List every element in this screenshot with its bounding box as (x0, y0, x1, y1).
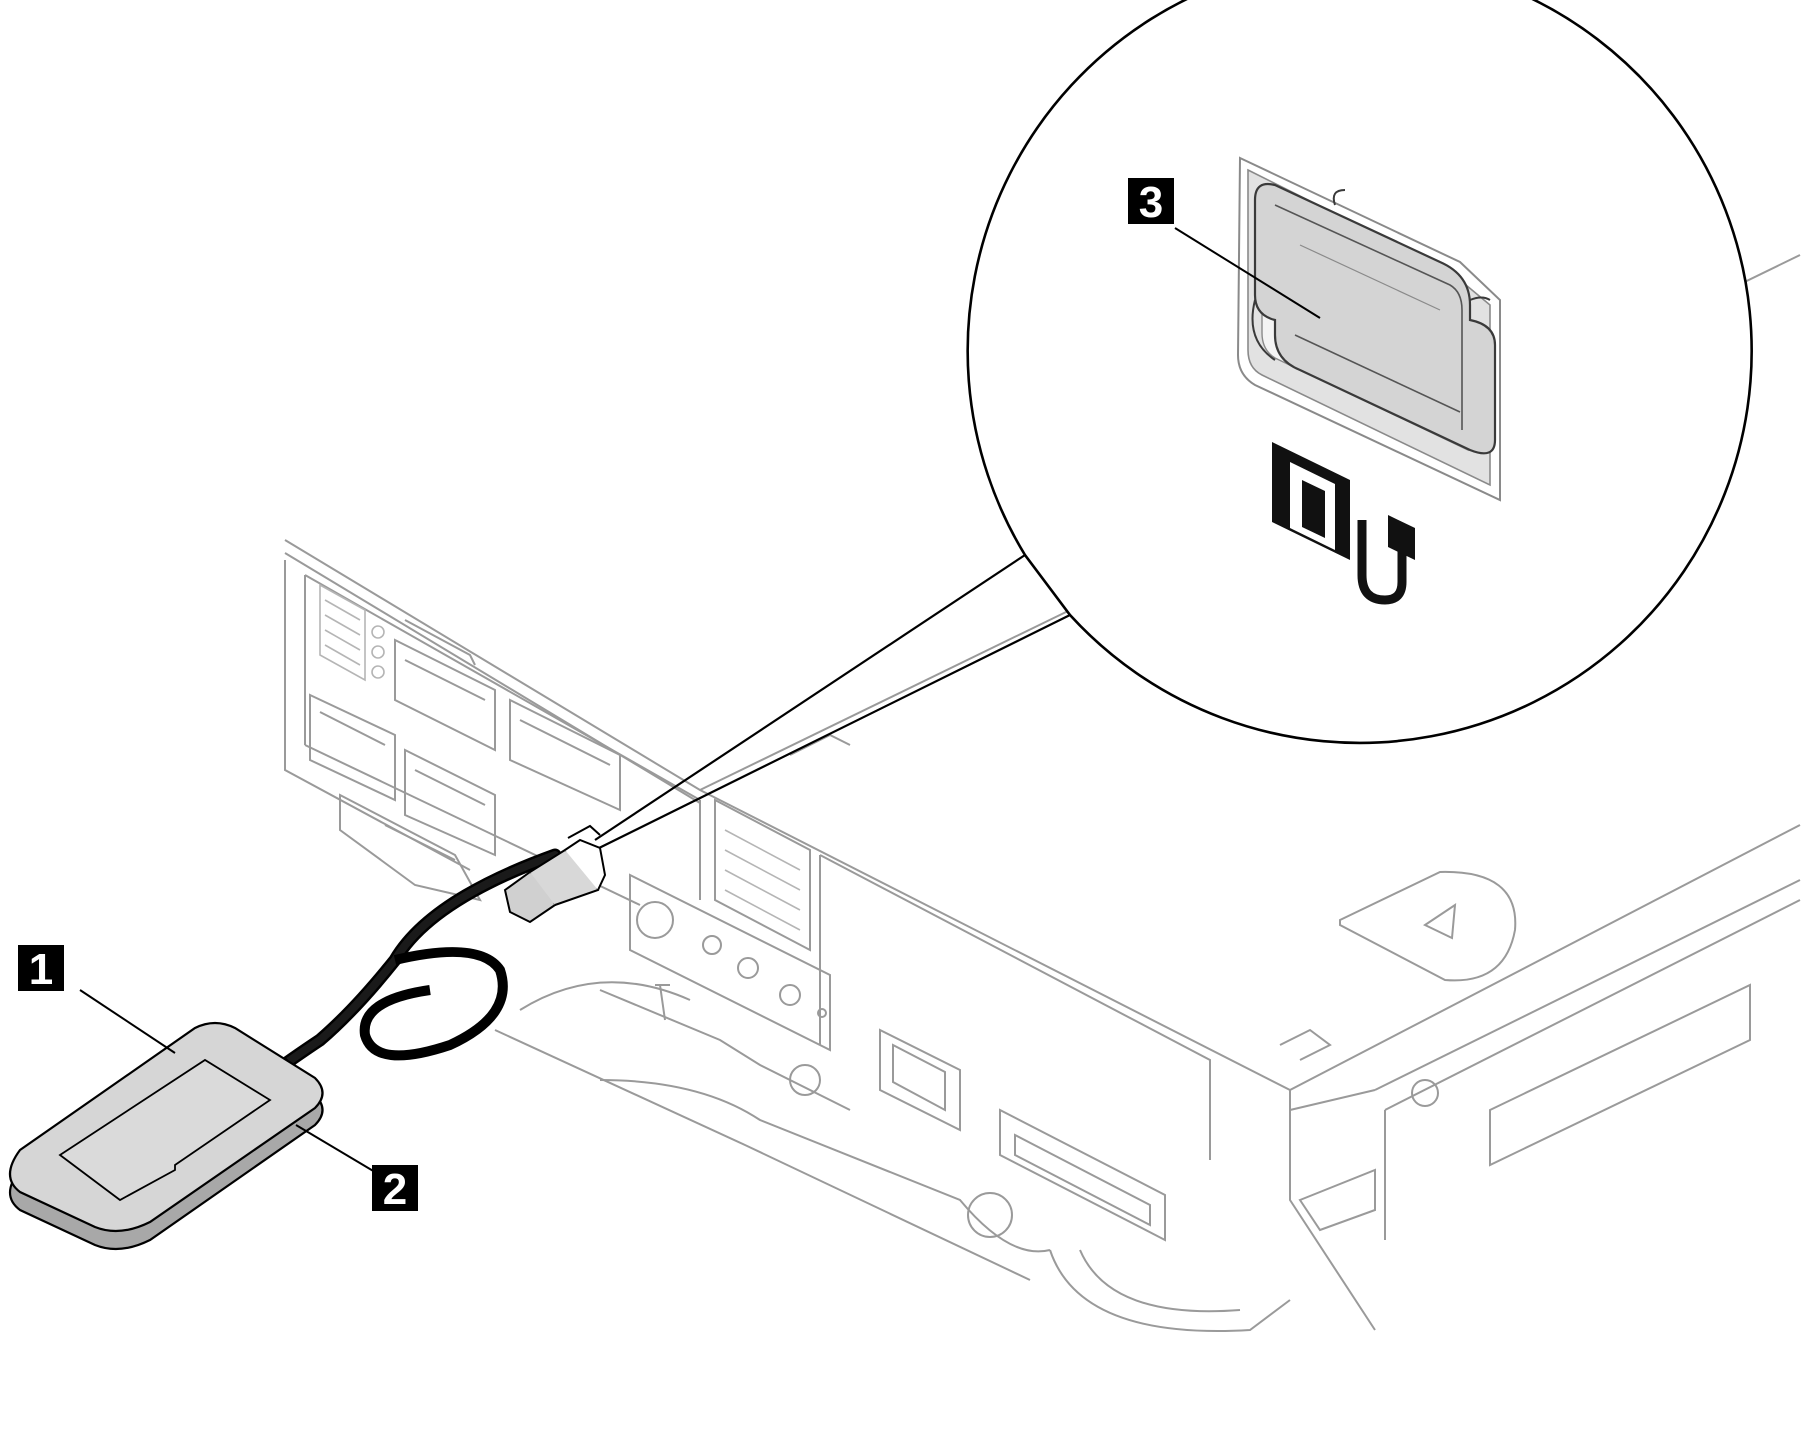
port-cover-enlarged (1236, 156, 1501, 502)
callout-1-label: 1 (29, 945, 53, 994)
external-diagnostics-handset-port-icon (1272, 442, 1415, 605)
callout-3: 3 (1128, 178, 1174, 227)
callout-2-label: 2 (383, 1165, 407, 1214)
server-node (284, 254, 1801, 1332)
handset-plug (503, 824, 607, 924)
leader-line-1 (79, 989, 176, 1054)
leader-line-2 (295, 1124, 381, 1176)
callout-2: 2 (372, 1165, 418, 1214)
callout-1: 1 (18, 945, 64, 994)
callout-3-label: 3 (1139, 178, 1163, 227)
diagnostics-handset (8, 824, 607, 1251)
detail-magnifier (594, 0, 1753, 851)
